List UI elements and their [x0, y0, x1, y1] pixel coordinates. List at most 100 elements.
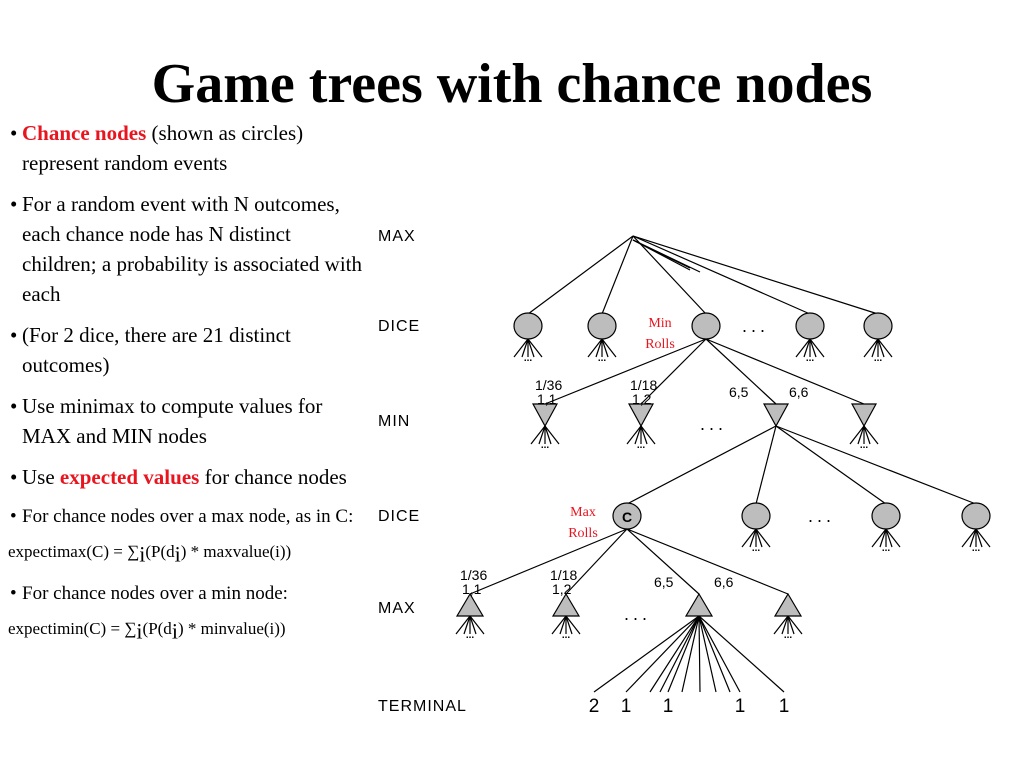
level-label-max: MAX	[378, 600, 416, 617]
highlight-expected-values: expected values	[59, 465, 200, 489]
tree-edge	[626, 425, 777, 505]
tree-edge	[544, 338, 707, 405]
terminal-value: 1	[735, 696, 746, 717]
tree-edge	[538, 425, 546, 445]
bullet-text: For chance nodes over a max node, as in …	[22, 506, 354, 527]
tree-edge	[681, 615, 700, 693]
tree-edge	[698, 615, 717, 693]
tree-edge	[961, 528, 977, 548]
tree-edge	[626, 528, 789, 595]
expectimax-formula: expectimax(C) = ∑i(P(di) * maxvalue(i))	[8, 540, 370, 566]
tree-edge	[640, 425, 656, 445]
formula-index: i	[139, 541, 146, 567]
level-label-dice: DICE	[378, 508, 420, 525]
tree-edge	[871, 528, 887, 548]
min-node-triangle	[850, 403, 878, 428]
tree-labels: MAX DICE MIN DICE MAX TERMINAL Min Rolls…	[378, 228, 831, 717]
dice-outcome-label: 1,1	[462, 581, 482, 597]
tree-edge	[809, 338, 817, 358]
max-node-triangle	[684, 592, 714, 617]
tree-edge	[601, 235, 634, 315]
dice-outcome-label: 6,6	[789, 384, 809, 400]
chance-node-circle	[691, 312, 721, 340]
tree-edge	[632, 235, 707, 315]
tree-edge	[698, 615, 701, 693]
tree-edge	[879, 528, 887, 548]
tree-edge	[863, 425, 879, 445]
bullet-text: For chance nodes over a min node:	[22, 583, 288, 605]
ellipsis: ...	[624, 604, 651, 624]
leg-ellipsis: ...	[637, 440, 646, 451]
leg-ellipsis: ...	[784, 630, 793, 641]
formula-index: i	[171, 618, 178, 644]
formula-text: ) * minvalue(i))	[177, 619, 286, 639]
leg-ellipsis: ...	[874, 353, 883, 364]
bullet-text: Use minimax to compute values for MAX an…	[22, 394, 323, 448]
tree-edge	[634, 425, 642, 445]
dice-outcome-label: 1,2	[552, 581, 572, 597]
tree-edge	[626, 528, 700, 595]
bullet-dot: •	[10, 323, 18, 347]
tree-edge	[527, 235, 634, 315]
chance-node-circle	[612, 502, 642, 530]
tree-edge	[773, 615, 789, 635]
tree-edge	[809, 338, 825, 358]
chance-node-circle	[795, 312, 825, 340]
max-node-triangle	[455, 592, 485, 617]
leg-ellipsis: ...	[972, 543, 981, 554]
formula-text: (P(d	[142, 619, 172, 639]
ellipsis: ...	[742, 316, 769, 336]
formula-text: expectimax(C) =	[8, 542, 128, 561]
bullet-min-node: • For chance nodes over a min node:	[10, 580, 370, 607]
tree-edge	[795, 338, 811, 358]
bullet-text: Use	[22, 465, 60, 489]
tree-edge	[521, 338, 529, 358]
bullet-dot: •	[10, 583, 17, 605]
bullet-chance-nodes: • Chance nodes (shown as circles) repres…	[10, 118, 370, 178]
min-node-triangle	[762, 403, 790, 428]
dice-outcome-label: 6,5	[654, 574, 674, 590]
tree-edge	[787, 615, 803, 635]
bullet-list: • Chance nodes (shown as circles) repres…	[8, 118, 370, 658]
min-node-triangle	[531, 403, 559, 428]
level-label-max: MAX	[378, 228, 416, 245]
tree-edge	[640, 338, 707, 405]
leg-ellipsis: ...	[752, 543, 761, 554]
tree-edge	[787, 615, 795, 635]
tree-edge	[877, 338, 885, 358]
leg-ellipsis: ...	[806, 353, 815, 364]
leg-ellipsis: ...	[466, 630, 475, 641]
tree-nodes: ..............................C.........	[455, 312, 991, 641]
tree-edge	[565, 528, 628, 595]
dice-outcome-label: 1,1	[537, 391, 557, 407]
tree-edge	[803, 338, 811, 358]
max-node-triangle	[773, 592, 803, 617]
tree-edge	[632, 235, 879, 315]
tree-edge	[469, 528, 628, 595]
dice-outcome-label: 6,6	[714, 574, 734, 590]
tree-edge	[775, 425, 887, 505]
leg-ellipsis: ...	[562, 630, 571, 641]
chance-node-circle	[741, 502, 771, 530]
leg-ellipsis: ...	[882, 543, 891, 554]
bullet-dot: •	[10, 192, 18, 216]
tree-edge	[455, 615, 471, 635]
tree-edge	[544, 425, 560, 445]
tree-edge	[626, 425, 642, 445]
tree-edge	[565, 615, 581, 635]
tree-edge	[632, 235, 811, 315]
max-rolls-label: Max	[570, 505, 596, 520]
formula-index: i	[174, 541, 181, 567]
formula-text: expectimin(C) =	[8, 619, 125, 639]
tree-edge	[775, 425, 977, 505]
tree-edge	[649, 615, 700, 693]
expectimin-formula: expectimin(C) = ∑i(P(di) * minvalue(i))	[8, 617, 370, 643]
tree-edge	[863, 425, 871, 445]
max-node-triangle	[551, 592, 581, 617]
bullet-minimax: • Use minimax to compute values for MAX …	[10, 391, 370, 451]
bullet-random-event: • For a random event with N outcomes, ea…	[10, 189, 370, 309]
bullet-two-dice: • (For 2 dice, there are 21 distinct out…	[10, 320, 370, 380]
chance-node-c-label: C	[622, 509, 632, 525]
tree-edge	[530, 425, 546, 445]
tree-edge	[975, 528, 991, 548]
